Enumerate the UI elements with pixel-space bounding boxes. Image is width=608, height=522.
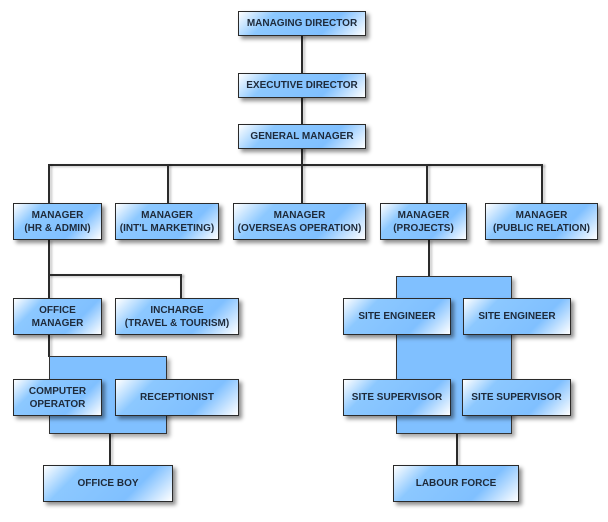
connector [48, 335, 50, 357]
connector [48, 164, 543, 166]
connector [48, 240, 50, 298]
node-manager-hr: MANAGER (HR & ADMIN) [13, 203, 102, 240]
node-receptionist: RECEPTIONIST [115, 379, 239, 416]
connector [48, 274, 182, 276]
node-office-manager: OFFICE MANAGER [13, 298, 102, 335]
connector [426, 164, 428, 204]
connector [167, 164, 169, 204]
node-manager-intl-marketing: MANAGER (INT'L MARKETING) [115, 203, 219, 240]
node-site-supervisor: SITE SUPERVISOR [462, 379, 571, 416]
node-manager-projects: MANAGER (PROJECTS) [380, 203, 467, 240]
connector [109, 432, 111, 466]
node-manager-public-relation: MANAGER (PUBLIC RELATION) [485, 203, 598, 240]
node-labour-force: LABOUR FORCE [393, 465, 519, 502]
connector [48, 164, 50, 204]
node-incharge-travel: INCHARGE (TRAVEL & TOURISM) [115, 298, 239, 335]
node-computer-operator: COMPUTER OPERATOR [13, 379, 102, 416]
node-manager-overseas: MANAGER (OVERSEAS OPERATION) [233, 203, 366, 240]
node-office-boy: OFFICE BOY [43, 465, 173, 502]
connector [541, 164, 543, 204]
node-executive-director: EXECUTIVE DIRECTOR [238, 73, 366, 98]
node-site-supervisor: SITE SUPERVISOR [343, 379, 451, 416]
node-general-manager: GENERAL MANAGER [238, 124, 366, 149]
connector [180, 274, 182, 298]
connector [428, 240, 430, 276]
node-managing-director: MANAGING DIRECTOR [238, 11, 366, 36]
connector [456, 432, 458, 466]
connector [301, 148, 303, 204]
node-site-engineer: SITE ENGINEER [463, 298, 571, 335]
node-site-engineer: SITE ENGINEER [343, 298, 451, 335]
